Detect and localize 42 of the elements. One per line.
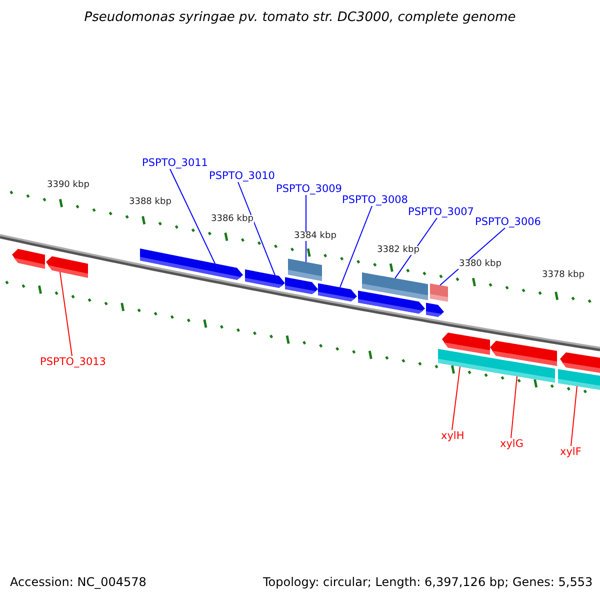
gene-feature	[490, 340, 557, 366]
footer-text: Topology: circular; Length: 6,397,126 bp; Genes: 5,553	[262, 576, 594, 588]
gene-label: xylG	[500, 439, 524, 450]
gene-feature	[442, 332, 490, 355]
scale-label: 3382 kbp	[376, 246, 420, 255]
gene-feature	[358, 290, 425, 314]
gene-feature	[318, 283, 357, 302]
gene-label: PSPTO_3008	[342, 195, 408, 206]
scale-label: 3386 kbp	[210, 215, 254, 224]
leader-line	[394, 218, 438, 279]
footer-text: Accession: NC_004578	[9, 576, 148, 588]
gene-label: PSPTO_3013	[40, 357, 106, 368]
gene-label: PSPTO_3006	[475, 217, 541, 228]
scale-label: 3390 kbp	[46, 181, 90, 190]
gene-label: PSPTO_3009	[276, 184, 342, 194]
scale-label: 3378 kbp	[541, 271, 586, 280]
gene-label: xylH	[441, 431, 464, 442]
gene-feature	[288, 258, 322, 281]
scale-label: 3388 kbp	[128, 198, 172, 207]
gene-label: PSPTO_3010	[209, 171, 275, 182]
gene-label: PSPTO_3007	[408, 207, 474, 218]
gene-feature	[12, 248, 45, 269]
gene-feature	[245, 269, 285, 288]
scale-label: 3384 kbp	[293, 232, 338, 241]
leader-line	[570, 386, 578, 446]
leader-line	[340, 206, 372, 288]
title: Pseudomonas syringae pv. tomato str. DC3000, complete genome	[83, 11, 517, 24]
gene-label: PSPTO_3011	[142, 158, 208, 168]
gene-feature	[426, 302, 444, 317]
gene-feature	[285, 277, 318, 294]
gene-feature	[560, 352, 600, 374]
leader-line	[452, 366, 460, 430]
gene-feature	[430, 284, 448, 302]
scale-label: 3380 kbp	[458, 260, 502, 269]
gene-feature	[558, 369, 600, 390]
leader-line	[238, 182, 276, 276]
gene-label: xylF	[560, 447, 582, 458]
leader-line	[510, 376, 518, 438]
gene-feature	[46, 256, 88, 278]
gene-feature	[140, 248, 243, 280]
leader-line	[60, 271, 72, 356]
leader-line	[170, 168, 216, 264]
